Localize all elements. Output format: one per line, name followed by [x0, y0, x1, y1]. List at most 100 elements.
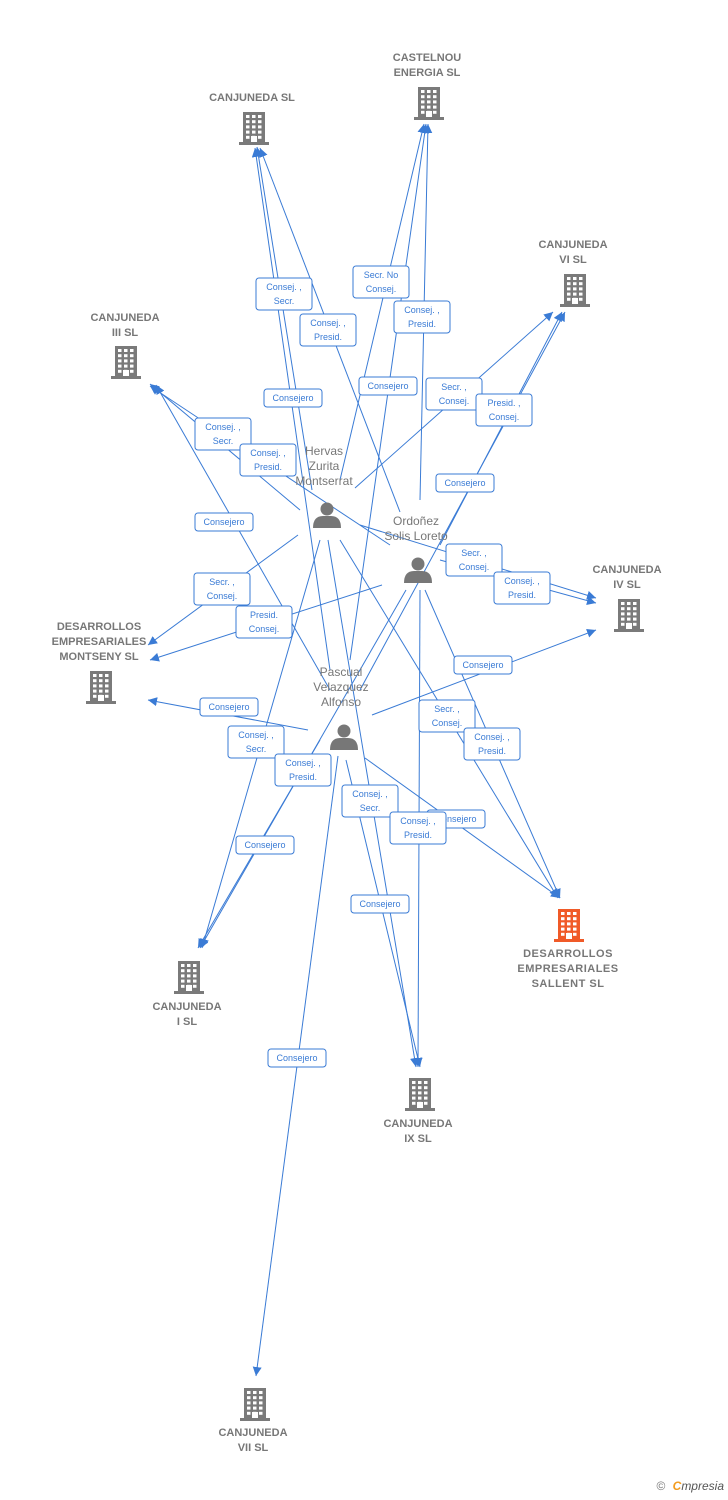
relation-label-text: Consej. , — [504, 576, 540, 586]
relation-label[interactable]: Consej. , Secr. — [255, 277, 313, 311]
relation-label[interactable]: Consej. , Presid. — [493, 571, 551, 605]
person-name: Alfonso — [321, 695, 361, 709]
person-name: Velazquez — [313, 680, 368, 694]
building-icon — [614, 599, 644, 632]
person-name: Hervas — [305, 444, 343, 458]
building-icon — [560, 274, 590, 307]
relation-label-text: Secr. , — [434, 704, 460, 714]
relation-label-box — [194, 417, 252, 451]
footer-brand[interactable]: © Cmpresia — [656, 1479, 724, 1493]
brand-logo-text: mpresia — [681, 1479, 724, 1493]
relation-label-text: Consejero — [272, 393, 313, 403]
relation-label-box — [393, 300, 451, 334]
relation-label-text: Secr. — [274, 296, 295, 306]
company-name: MONTSENY SL — [59, 651, 139, 663]
relation-label-box — [235, 835, 295, 855]
relation-label[interactable]: Consejero — [235, 835, 295, 855]
relation-label[interactable]: Consejero — [263, 388, 323, 408]
relation-label[interactable]: Consej. ,Secr. — [341, 784, 399, 818]
relation-label[interactable]: Consejero — [267, 1048, 327, 1068]
building-icon — [174, 961, 204, 994]
building-icon — [405, 1078, 435, 1111]
relation-label[interactable]: Consejero — [199, 697, 259, 717]
relation-label-text: Consejero — [367, 381, 408, 391]
relation-label-text: Consejero — [435, 814, 476, 824]
relation-label[interactable]: Consej. ,Presid. — [389, 811, 447, 845]
relation-label-box — [341, 784, 399, 818]
relation-label-text: Presid. — [508, 590, 536, 600]
relation-label-box — [193, 572, 251, 606]
building-icon — [111, 346, 141, 379]
relation-label-box — [227, 725, 285, 759]
person-name: Zurita — [309, 459, 340, 473]
person-name: Montserrat — [295, 474, 353, 488]
relation-label[interactable]: Secr. , Consej. — [418, 699, 476, 733]
relation-label[interactable]: Consej. ,Secr. — [194, 417, 252, 451]
relation-label[interactable]: Consej. , Presid. — [393, 300, 451, 334]
building-icon — [554, 909, 584, 942]
relation-label[interactable]: Consej. ,Presid. — [463, 727, 521, 761]
relation-label-text: Presid. — [289, 772, 317, 782]
relation-label[interactable]: Secr. ,Consej. — [445, 543, 503, 577]
company-name: CANJUNEDA — [152, 1001, 221, 1013]
company-node-canjuneda[interactable]: CANJUNEDA SL — [209, 92, 295, 145]
relation-label[interactable]: Presid.Consej. — [235, 605, 293, 639]
relation-label-text: Consej. — [249, 624, 280, 634]
edge-pascual-to-canjuneda-vi — [359, 311, 566, 691]
company-name: CASTELNOU — [393, 52, 462, 64]
company-name: VII SL — [238, 1442, 269, 1454]
relation-label-text: Consej. , — [238, 730, 274, 740]
brand-logo-initial: C — [672, 1479, 682, 1493]
building-icon — [240, 1388, 270, 1421]
relation-label-text: Secr. No — [364, 270, 399, 280]
company-node-castelnou[interactable]: CASTELNOU ENERGIA SL — [393, 52, 462, 120]
relation-label-text: Presid. — [408, 319, 436, 329]
edge-pascual-to-canjuneda — [251, 147, 331, 671]
relation-label[interactable]: Consejero — [358, 376, 418, 396]
relation-label[interactable]: Consej. ,Presid. — [239, 443, 297, 477]
relation-label[interactable]: Consejero — [453, 655, 513, 675]
person-name: Pascual — [320, 665, 363, 679]
edges-layer — [147, 123, 597, 1377]
relation-label[interactable]: Consej. ,Secr. — [227, 725, 285, 759]
company-name: EMPRESARIALES — [52, 636, 147, 648]
relation-label-text: Presid. — [314, 332, 342, 342]
person-icon — [404, 557, 432, 583]
relation-label[interactable]: Consejero — [350, 894, 410, 914]
relation-label[interactable]: Secr. ,Consej. — [193, 572, 251, 606]
relation-label[interactable]: Consej. ,Presid. — [299, 313, 357, 347]
relation-label-text: Consejero — [208, 702, 249, 712]
person-icon — [330, 724, 358, 750]
relation-label[interactable]: Consejero — [435, 473, 495, 493]
relation-label[interactable]: Consej. ,Presid. — [274, 753, 332, 787]
relation-label-text: Consej. , — [474, 732, 510, 742]
company-name: SALLENT SL — [532, 978, 605, 990]
relation-label-text: Consej. , — [404, 305, 440, 315]
relation-label-box — [435, 473, 495, 493]
relation-label-text: Consej. — [439, 396, 470, 406]
relation-label-text: Consej. , — [400, 816, 436, 826]
relation-label[interactable]: Consejero — [194, 512, 254, 532]
company-name: ENERGIA SL — [394, 67, 461, 79]
relation-label-text: Consej. , — [266, 282, 302, 292]
relation-label-text: Presid. — [254, 462, 282, 472]
copyright-symbol: © — [656, 1479, 666, 1493]
relation-label-text: Secr. , — [441, 382, 467, 392]
relation-label-text: Secr. , — [461, 548, 487, 558]
relation-label-text: Consej. — [432, 718, 463, 728]
relation-label[interactable]: Presid. ,Consej. — [475, 393, 533, 427]
company-name: CANJUNEDA SL — [209, 92, 295, 104]
relation-label[interactable]: Secr. , Consej. — [425, 377, 483, 411]
